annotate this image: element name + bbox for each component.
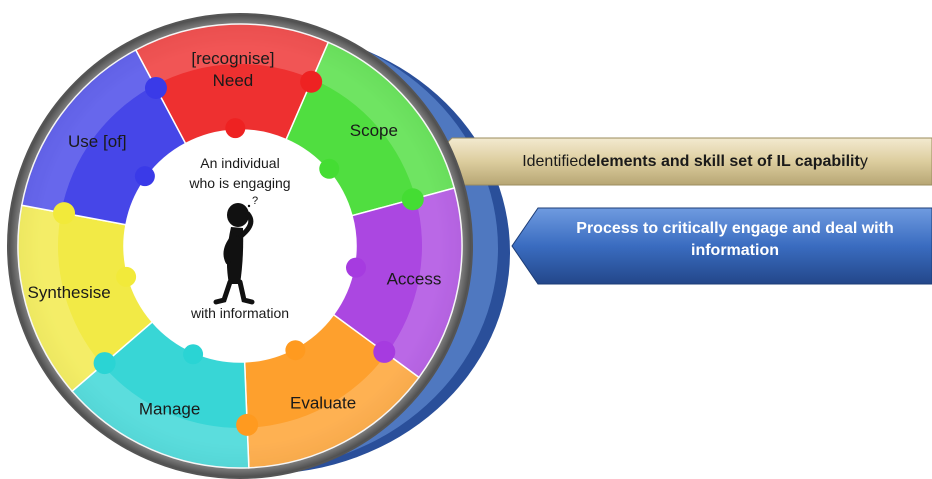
label-manage: Manage: [139, 399, 200, 418]
blue-callout-text: Process to critically engage and deal wi…: [576, 220, 894, 259]
blue-callout-arrow: [511, 207, 932, 285]
label-need-line2: Need: [213, 71, 254, 90]
hub-knob-synthesise: [116, 266, 137, 287]
label-scope: Scope: [350, 121, 398, 140]
thought-mark: ?: [252, 195, 258, 207]
center-text-line2: who is engaging: [188, 175, 290, 191]
label-synthesise: Synthesise: [28, 283, 111, 302]
segment-highlight-evaluate: [247, 353, 419, 468]
tan-callout-text: Identified elements and skill set of IL …: [455, 142, 932, 182]
thinking-person-icon: ?: [213, 195, 258, 305]
hub-knob-evaluate: [285, 340, 306, 361]
puzzle-knob-need: [300, 70, 323, 93]
segment-highlight-synthesise: [18, 205, 103, 392]
puzzle-knob-synthesise: [53, 202, 76, 225]
tan-callout-bold: elements and skill set of IL capabilit: [587, 153, 860, 170]
label-access: Access: [387, 269, 442, 288]
center-text-bottom: with information: [190, 305, 289, 321]
label-evaluate: Evaluate: [290, 393, 356, 412]
puzzle-knob-scope: [401, 188, 424, 211]
hub-knob-access: [345, 257, 366, 278]
center-text-line1: An individual: [200, 155, 279, 171]
segment-highlight-access: [386, 188, 463, 378]
segment-highlight-scope: [312, 42, 455, 199]
segment-highlight-manage: [72, 365, 249, 468]
hub-knob-manage: [183, 344, 204, 365]
puzzle-knob-manage: [93, 352, 116, 375]
segment-highlight-use: [21, 49, 155, 213]
label-need-line1: [recognise]: [191, 49, 274, 68]
hub-knob-need: [225, 118, 246, 139]
puzzle-knobs: [53, 70, 424, 436]
tan-callout-suffix: y: [859, 153, 868, 170]
puzzle-knob-use: [144, 76, 167, 99]
hub-knob-scope: [319, 158, 340, 179]
puzzle-knob-evaluate: [236, 413, 259, 436]
tan-callout-prefix: Identified: [522, 153, 588, 170]
wheel-segments: [17, 23, 463, 469]
puzzle-knob-access: [373, 340, 396, 363]
label-use: Use [of]: [68, 132, 127, 151]
hub-knob-use: [134, 166, 155, 187]
segment-highlight-need: [135, 24, 329, 86]
